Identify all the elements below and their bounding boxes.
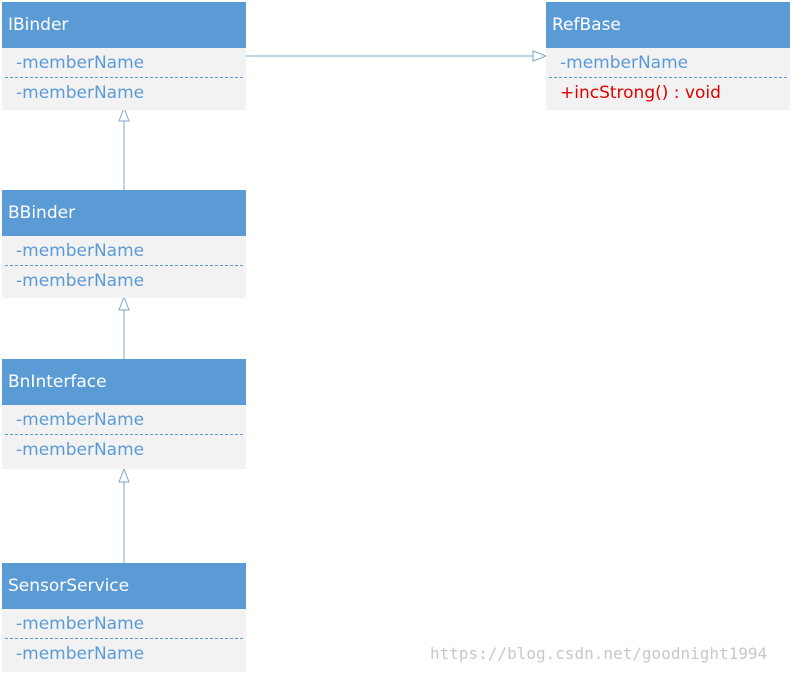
class-bbinder-member-2: -memberName xyxy=(16,271,145,291)
class-ibinder-name: IBinder xyxy=(2,2,246,48)
arrowhead-bninterface xyxy=(118,467,130,483)
arrowhead-bbinder xyxy=(118,295,130,311)
class-ibinder[interactable]: IBinder -memberName -memberName xyxy=(2,2,246,110)
class-refbase-member-1: -memberName xyxy=(549,48,787,78)
class-ibinder-member-2: -memberName xyxy=(16,83,145,103)
class-bninterface-member-1: -memberName xyxy=(5,405,243,435)
class-bbinder[interactable]: BBinder -memberName -memberName xyxy=(2,190,246,298)
arrowhead-refbase xyxy=(532,50,548,62)
class-bninterface[interactable]: BnInterface -memberName -memberName xyxy=(2,359,246,469)
class-sensorservice-member-2: -memberName xyxy=(16,644,145,664)
class-bninterface-name: BnInterface xyxy=(2,359,246,405)
watermark: https://blog.csdn.net/goodnight1994 xyxy=(430,644,768,663)
class-refbase[interactable]: RefBase -memberName +incStrong() : void xyxy=(546,2,790,110)
class-ibinder-member-1: -memberName xyxy=(5,48,243,78)
class-sensorservice-member-1: -memberName xyxy=(5,609,243,639)
class-bbinder-member-1: -memberName xyxy=(5,236,243,266)
class-sensorservice[interactable]: SensorService -memberName -memberName xyxy=(2,563,246,672)
class-bninterface-member-2: -memberName xyxy=(16,440,145,460)
class-sensorservice-name: SensorService xyxy=(2,563,246,609)
class-refbase-name: RefBase xyxy=(546,2,790,48)
class-bbinder-name: BBinder xyxy=(2,190,246,236)
class-refbase-method-1: +incStrong() : void xyxy=(560,83,721,103)
